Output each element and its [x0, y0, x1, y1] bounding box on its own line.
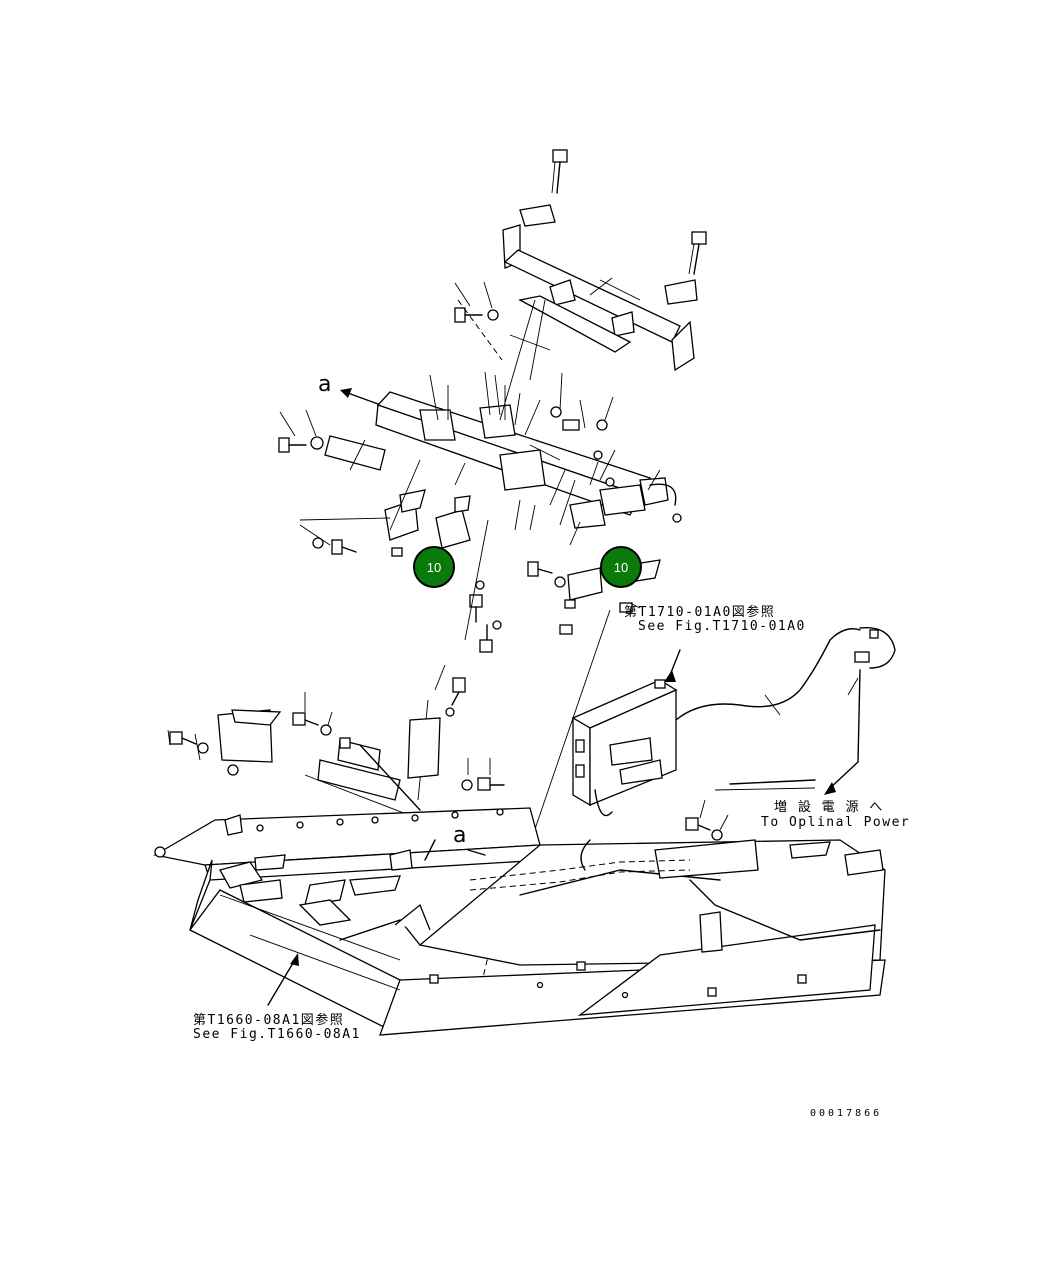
drawing-number: 00017866 [810, 1108, 883, 1119]
ref-arrow-t1710 [629, 602, 641, 609]
view-a-arrow-upper [340, 388, 379, 405]
bolt-washer-lower-right [461, 758, 505, 791]
view-a-label-top: a [318, 372, 332, 397]
chassis-holes [256, 808, 807, 999]
ref-t1660-label-jp: 第T1660-08A1図参照 [193, 1013, 345, 1028]
callout-marker-10-left[interactable]: 10 [413, 546, 455, 588]
view-a-label-bottom: a [453, 823, 467, 848]
power-label-en: To Oplinal Power [761, 815, 911, 830]
ref-t1710-label-en: See Fig.T1710-01A0 [638, 619, 806, 634]
lower-bracket-center [317, 717, 441, 811]
bolt-washer-lower-mid [292, 692, 333, 736]
chassis-frame [153, 807, 886, 1036]
cable-harness [675, 626, 896, 795]
bracket-left [384, 489, 426, 557]
bolt-washer-lower-left [167, 729, 209, 761]
bracket-center [435, 495, 471, 549]
bolt-mid-2 [479, 620, 502, 653]
power-label-jp: 増 設 電 源 へ [774, 800, 884, 815]
bolt-washer-upper-2 [278, 409, 324, 453]
view-a-arrow-lower [424, 839, 486, 861]
bolt-mid-4 [445, 677, 466, 717]
bolt-washer-chassis-right [685, 799, 729, 841]
ref-t1710-label-jp: 第T1710-01A0図参照 [624, 605, 776, 620]
ref-arrow-t1660 [267, 953, 299, 1006]
ref-t1660-label-en: See Fig.T1660-08A1 [193, 1027, 361, 1042]
top-bolt-right [688, 231, 707, 275]
upper-frame-assembly [324, 391, 682, 529]
controller-box [571, 649, 681, 817]
bolt-mid-1 [469, 580, 485, 623]
lower-bracket-left [217, 709, 282, 776]
callout-marker-10-right[interactable]: 10 [600, 546, 642, 588]
bolt-mid-3 [527, 561, 566, 588]
bolt-washer-mid-left [299, 517, 391, 555]
top-bolt-left [551, 149, 568, 194]
top-cross-member [502, 204, 698, 372]
bolt-washer-upper-1 [454, 281, 499, 323]
leader-lines-upper [349, 277, 661, 546]
